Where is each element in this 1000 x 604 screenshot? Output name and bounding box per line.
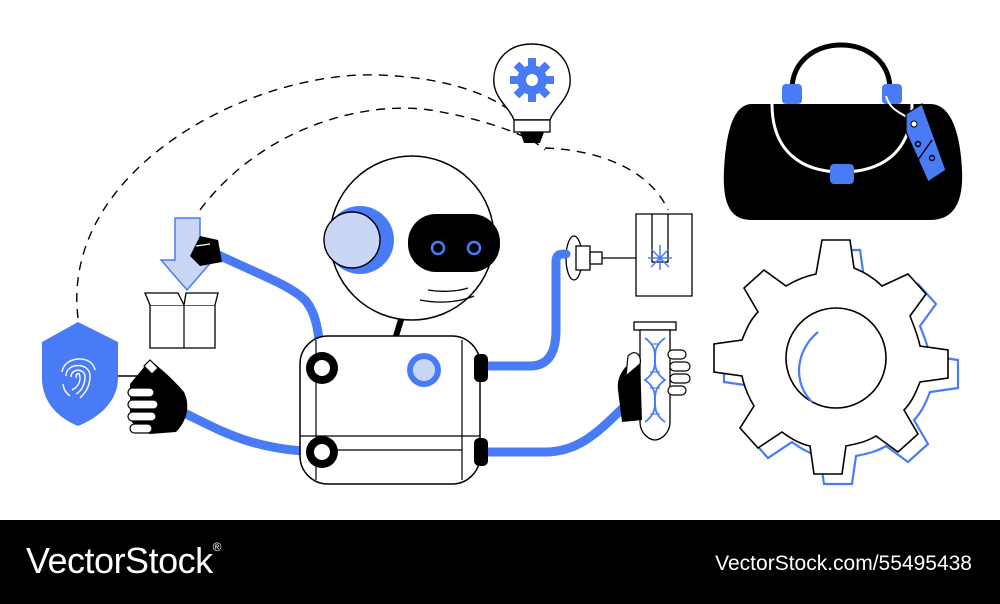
brand-name: VectorStock [26, 540, 213, 581]
discount-tag-icon [885, 95, 947, 183]
stock-id: VectorStock.com/55495438 [715, 552, 972, 575]
robot-icon [299, 155, 500, 485]
dna-test-tube-icon [617, 321, 691, 441]
cog-icon [713, 239, 960, 486]
robot-automation-illustration [42, 42, 963, 486]
brand-logo: VectorStock® [26, 540, 221, 582]
brand-mark: ® [212, 540, 222, 554]
laser-cutter-icon [565, 213, 693, 297]
robot-hand-icon [127, 359, 188, 434]
robot-hand-icon [190, 236, 222, 266]
watermark-footer: VectorStock® VectorStock.com/55495438 [0, 520, 1000, 604]
lightbulb-gear-icon [493, 43, 571, 143]
download-box-icon [144, 217, 219, 349]
dashed-orbit-lines [76, 74, 669, 319]
